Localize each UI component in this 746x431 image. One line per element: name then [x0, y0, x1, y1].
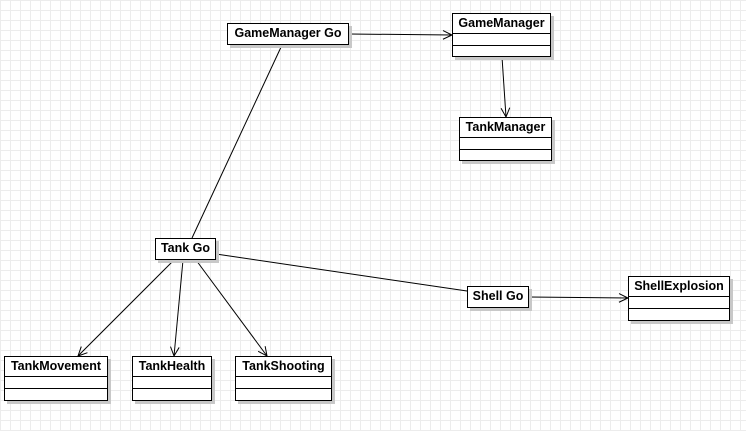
operations-compartment — [460, 150, 551, 161]
operations-compartment — [629, 309, 729, 320]
class-name: TankManager — [460, 118, 551, 138]
operations-compartment — [236, 389, 331, 400]
attributes-compartment — [629, 297, 729, 309]
edge-gamemanager-go-to-gamemanager[interactable] — [348, 30, 454, 40]
operations-compartment — [133, 389, 211, 400]
edge-tank-go-to-tankmovement[interactable] — [77, 259, 175, 357]
attributes-compartment — [236, 377, 331, 389]
shellexplosion-class-node[interactable]: ShellExplosion — [628, 276, 730, 321]
tankshooting-class-node[interactable]: TankShooting — [235, 356, 332, 401]
connector-line — [215, 253, 468, 292]
class-name: ShellExplosion — [629, 277, 729, 297]
attributes-compartment — [460, 138, 551, 150]
edge-tank-go-to-tankhealth[interactable] — [170, 259, 184, 358]
connector-line — [348, 33, 453, 36]
tank-go-node[interactable]: Tank Go — [155, 238, 216, 260]
node-label: GameManager Go — [234, 26, 342, 40]
gamemanager-class-node[interactable]: GameManager — [452, 13, 551, 57]
edge-gamemanager-to-tankmanager[interactable] — [500, 56, 511, 119]
connector-line — [77, 259, 175, 357]
class-name: TankShooting — [236, 357, 331, 377]
tankmanager-class-node[interactable]: TankManager — [459, 117, 552, 161]
edge-shell-go-to-shellexplosion[interactable] — [528, 293, 630, 303]
attributes-compartment — [453, 34, 550, 46]
class-name: GameManager — [453, 14, 550, 34]
edge-tank-go-to-tankshooting[interactable] — [195, 259, 268, 357]
connector-line — [173, 259, 184, 357]
gamemanager-go-node[interactable]: GameManager Go — [227, 23, 349, 45]
attributes-compartment — [133, 377, 211, 389]
connector-line — [501, 56, 507, 118]
connector-line — [195, 259, 268, 357]
connector-line — [528, 296, 629, 299]
class-name: TankHealth — [133, 357, 211, 377]
connector-line — [191, 44, 283, 239]
operations-compartment — [5, 389, 107, 400]
edge-gamemanager-go-to-tank-go[interactable] — [191, 44, 283, 239]
edge-tank-go-to-shell-go[interactable] — [215, 253, 468, 292]
node-label: Shell Go — [472, 289, 524, 303]
class-name: TankMovement — [5, 357, 107, 377]
attributes-compartment — [5, 377, 107, 389]
tankhealth-class-node[interactable]: TankHealth — [132, 356, 212, 401]
operations-compartment — [453, 46, 550, 57]
node-label: Tank Go — [160, 241, 211, 255]
tankmovement-class-node[interactable]: TankMovement — [4, 356, 108, 401]
shell-go-node[interactable]: Shell Go — [467, 286, 529, 308]
